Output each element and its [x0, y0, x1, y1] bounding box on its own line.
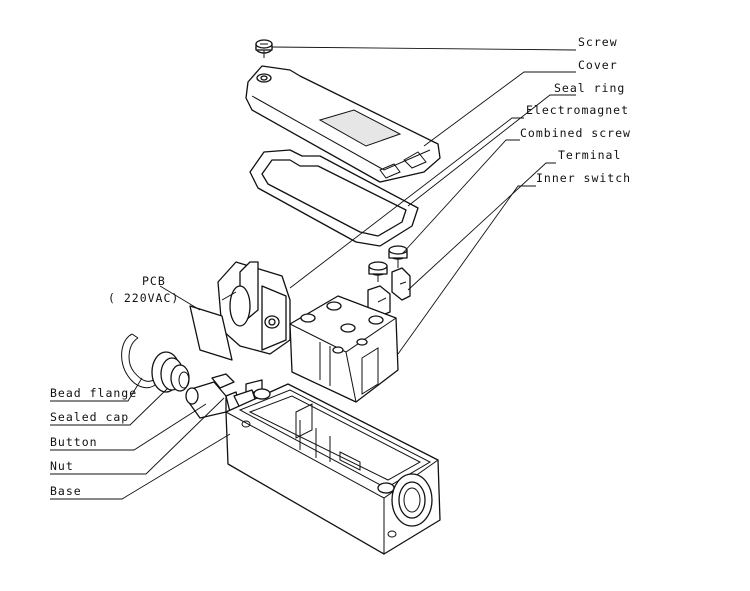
label-combined-screw: Combined screw	[520, 126, 631, 140]
label-screw: Screw	[578, 35, 618, 49]
bead-flange-part	[121, 333, 159, 389]
label-nut: Nut	[50, 459, 74, 473]
label-bead-flange: Bead flange	[50, 386, 137, 400]
terminal-part	[367, 267, 411, 317]
label-sealed-cap: Sealed cap	[50, 410, 129, 424]
label-cover: Cover	[578, 58, 618, 72]
label-pcb: PCB	[142, 274, 166, 288]
combined-screw-part	[368, 245, 408, 282]
pcb-part	[189, 305, 233, 361]
base-part	[225, 383, 441, 555]
label-terminal: Terminal	[558, 148, 621, 162]
label-pcb-voltage: ( 220VAC)	[108, 291, 179, 305]
cover-part	[245, 65, 441, 183]
screw-part	[255, 39, 273, 58]
inner-switch-part	[289, 295, 399, 403]
label-base: Base	[50, 484, 82, 498]
label-inner-switch: Inner switch	[536, 171, 631, 185]
label-seal-ring: Seal ring	[554, 81, 625, 95]
sealed-cap-part	[151, 351, 190, 393]
label-button: Button	[50, 435, 98, 449]
electromagnet-part	[217, 261, 291, 355]
label-electromagnet: Electromagnet	[526, 103, 629, 117]
